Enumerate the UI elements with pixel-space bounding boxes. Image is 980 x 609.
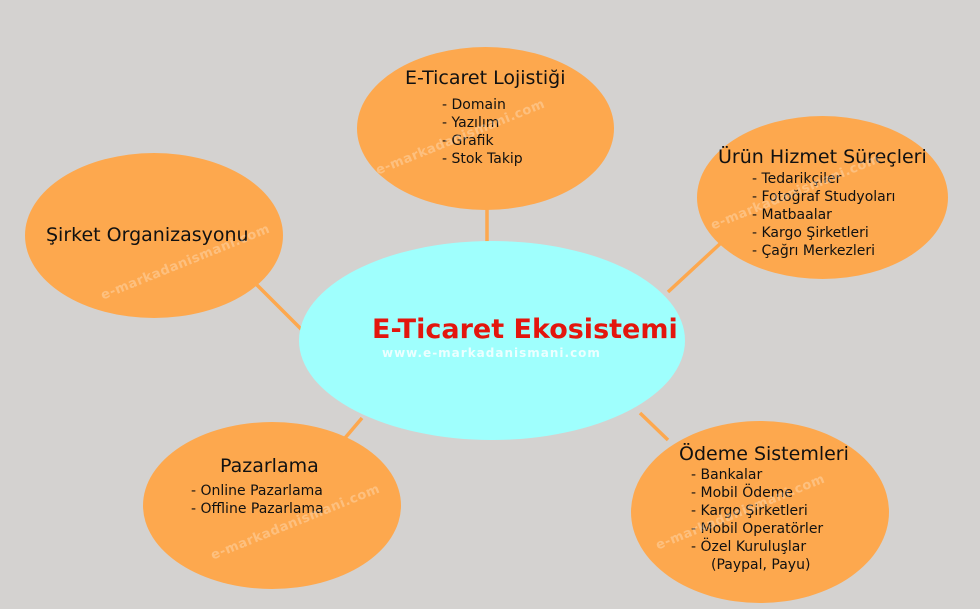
link-pazarlama [343,416,364,440]
node-odeme [631,421,889,603]
link-sirket [253,281,304,332]
list-item: - Mobil Operatörler [691,521,824,537]
list-item: (Paypal, Payu) [711,557,811,573]
center-watermark: www.e-markadanismani.com [382,346,601,360]
link-urun [666,240,724,294]
list-item: - Bankalar [691,467,763,483]
node-lojistik-items: - Domain - Yazılım - Grafik - Stok Takip [442,96,523,168]
list-item: - Fotoğraf Studyoları [752,189,896,205]
node-urun-title: Ürün Hizmet Süreçleri [718,146,927,168]
list-item: - Kargo Şirketleri [691,503,808,519]
node-lojistik-title: E-Ticaret Lojistiği [405,67,566,89]
list-item: - Özel Kuruluşlar [691,539,807,555]
list-item: - Matbaalar [752,207,832,223]
node-pazarlama-title: Pazarlama [220,455,319,477]
list-item: - Mobil Ödeme [691,485,794,501]
center-bubble [299,241,685,440]
link-odeme [638,411,670,442]
list-item: - Online Pazarlama [191,483,323,499]
node-odeme-title: Ödeme Sistemleri [679,443,849,465]
list-item: - Yazılım [442,115,500,131]
list-item: - Kargo Şirketleri [752,225,869,241]
node-sirket [25,153,283,318]
list-item: - Tedarikçiler [752,171,842,187]
node-urun-items: - Tedarikçiler - Fotoğraf Studyoları - M… [752,170,895,260]
node-odeme-items: - Bankalar - Mobil Ödeme - Kargo Şirketl… [691,466,823,574]
node-lojistik [357,47,614,210]
list-item: - Stok Takip [442,151,523,167]
list-item: - Offline Pazarlama [191,501,324,517]
list-item: - Grafik [442,133,494,149]
node-urun [697,116,948,279]
node-sirket-title: Şirket Organizasyonu [46,224,249,246]
node-pazarlama-items: - Online Pazarlama - Offline Pazarlama [191,482,324,518]
diagram-title: E-Ticaret Ekosistemi [372,314,678,345]
list-item: - Çağrı Merkezleri [752,243,876,259]
node-pazarlama [143,422,401,589]
list-item: - Domain [442,97,506,113]
